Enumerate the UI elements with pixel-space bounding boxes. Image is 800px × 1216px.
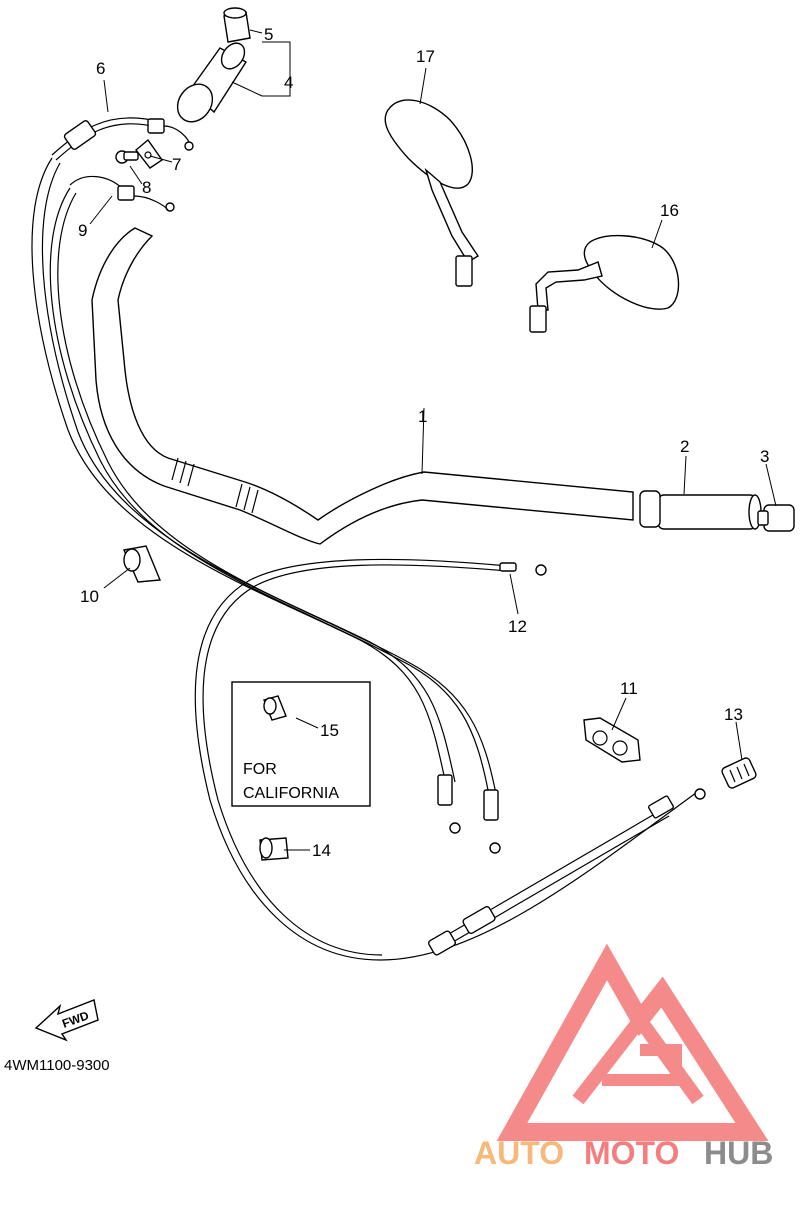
callout-12: 12 (508, 617, 527, 636)
screw-part-8 (115, 150, 139, 164)
callout-1: 1 (418, 407, 427, 426)
callout-16: 16 (660, 201, 679, 220)
mirror-right (529, 234, 680, 333)
watermark-auto: AUTO (474, 1135, 564, 1171)
california-box: FOR CALIFORNIA (231, 681, 371, 807)
clutch-cable (194, 558, 706, 961)
part-code: 4WM1100-9300 (4, 1057, 110, 1074)
leader-lines (89, 29, 777, 851)
callout-13: 13 (724, 705, 743, 724)
callout-9: 9 (78, 221, 87, 240)
clip-part-7 (135, 138, 163, 169)
watermark-text: AUTO MOTO HUB (474, 1135, 773, 1171)
throttle-grip (176, 42, 247, 123)
callout-10: 10 (80, 587, 99, 606)
callout-8: 8 (142, 178, 151, 197)
cable-adjuster (721, 757, 757, 789)
callouts: 5 4 6 7 8 9 17 16 1 2 3 10 12 11 13 15 1… (78, 25, 769, 860)
watermark-logo (496, 943, 769, 1141)
callout-15: 15 (320, 721, 339, 740)
callout-2: 2 (680, 437, 689, 456)
callout-7: 7 (172, 155, 181, 174)
callout-11: 11 (620, 679, 638, 698)
callout-3: 3 (760, 447, 769, 466)
clamp-part-10 (123, 545, 162, 583)
handlebar (91, 227, 634, 545)
callout-6: 6 (96, 59, 105, 78)
watermark-moto: MOTO (584, 1135, 679, 1171)
mirror-left (384, 99, 479, 287)
callout-4: 4 (284, 73, 293, 92)
watermark-hub: HUB (704, 1135, 773, 1171)
throttle-cable-lower (69, 175, 175, 212)
callout-14: 14 (312, 841, 331, 860)
grip-collar (223, 7, 251, 43)
long-cables (31, 157, 501, 854)
california-label-line2: CALIFORNIA (243, 785, 339, 802)
grip (639, 490, 762, 530)
cable-holder-11 (583, 717, 641, 763)
throttle-cable-upper (51, 117, 194, 161)
clip-part-14 (259, 837, 289, 861)
fwd-arrow-icon: FWD (34, 999, 99, 1042)
callout-17: 17 (416, 47, 435, 66)
callout-5: 5 (264, 25, 273, 44)
california-label-line1: FOR (243, 761, 277, 778)
bar-end-cap (757, 504, 795, 532)
